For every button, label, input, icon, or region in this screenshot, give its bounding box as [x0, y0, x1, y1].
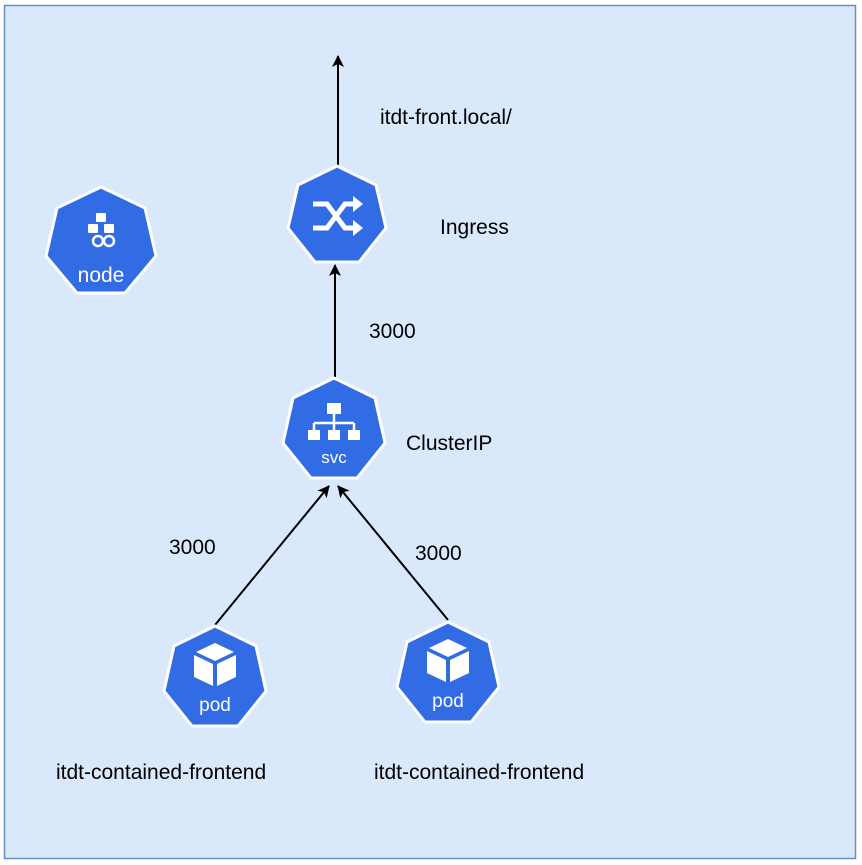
edge-pod1-to-svc[interactable]: [214, 485, 330, 626]
cubes-glyph: [88, 213, 116, 248]
k8s-pod-icon[interactable]: pod: [395, 620, 501, 724]
svc-badge-label: svc: [321, 448, 347, 467]
k8s-pod-icon[interactable]: pod: [162, 624, 268, 728]
pod-badge-label: pod: [432, 691, 464, 712]
edges: [214, 55, 449, 626]
k8s-node-icon[interactable]: node: [44, 185, 158, 295]
node-badge-label: node: [78, 264, 125, 287]
svc-to-ingress-port-label: 3000: [369, 320, 416, 343]
pod-badge-label: pod: [199, 695, 231, 716]
pod2-port-label: 3000: [415, 542, 462, 565]
pod1-port-label: 3000: [169, 536, 216, 559]
clusterip-label: ClusterIP: [406, 432, 492, 455]
shuffle-glyph: [313, 196, 363, 236]
ingress-url-label: itdt-front.local/: [380, 106, 512, 129]
cube-glyph: [427, 639, 469, 682]
k8s-ingress-icon[interactable]: [286, 164, 388, 264]
hierarchy-glyph: [308, 403, 360, 440]
edge-pod2-to-svc[interactable]: [337, 485, 449, 621]
cube-glyph: [194, 643, 236, 686]
pod2-name-label: itdt-contained-frontend: [374, 761, 584, 784]
k8s-svc-icon[interactable]: svc: [281, 376, 387, 480]
ingress-label: Ingress: [440, 216, 509, 239]
pod1-name-label: itdt-contained-frontend: [56, 761, 266, 784]
